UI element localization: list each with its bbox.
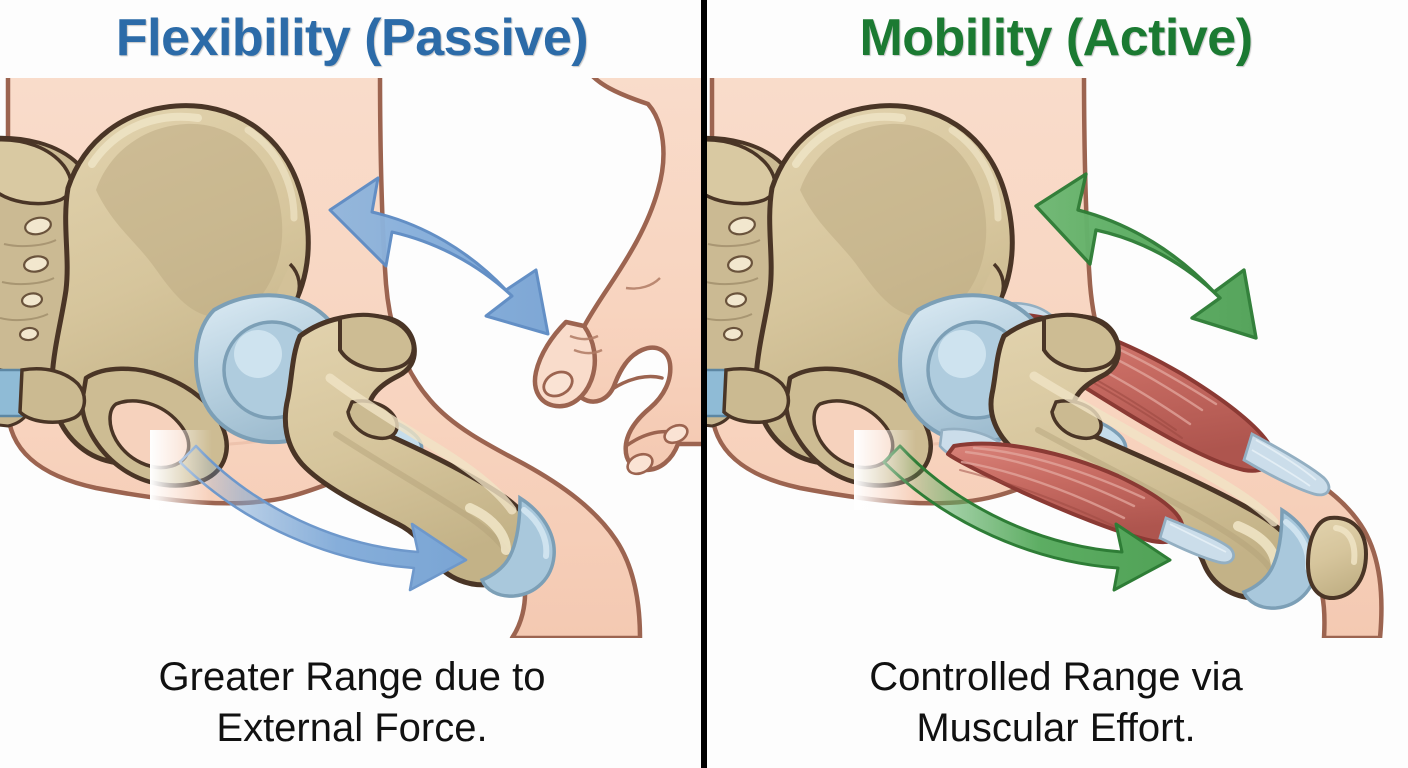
hamstring-muscle bbox=[938, 427, 1235, 565]
panel-mobility: Mobility (Active) bbox=[704, 0, 1408, 768]
upper-double-arrow-blue bbox=[328, 176, 550, 336]
assisting-hand bbox=[532, 78, 704, 476]
panel-title-mobility: Mobility (Active) bbox=[859, 9, 1253, 67]
lower-arrow-blue bbox=[150, 430, 468, 592]
fingernail-2 bbox=[663, 423, 689, 445]
caption-line-1: Greater Range due to bbox=[158, 654, 546, 699]
upper-double-arrow-green bbox=[1034, 172, 1258, 340]
knee-cartilage bbox=[479, 494, 556, 598]
panel-title-flexibility: Flexibility (Passive) bbox=[115, 9, 589, 67]
caption-line-1: Controlled Range via bbox=[869, 654, 1243, 699]
femur-bone bbox=[282, 312, 539, 588]
thumbnail bbox=[542, 370, 574, 398]
panel-caption-mobility: Controlled Range via Muscular Effort. bbox=[704, 652, 1408, 754]
fingernail bbox=[626, 452, 654, 476]
tendon-distal-2 bbox=[1158, 516, 1235, 565]
panel-flexibility: Flexibility (Passive) bbox=[0, 9, 704, 754]
tendon-distal bbox=[1242, 431, 1331, 497]
caption-line-2: Muscular Effort. bbox=[916, 705, 1196, 750]
panel-divider bbox=[701, 0, 707, 768]
panel-caption-flexibility: Greater Range due to External Force. bbox=[0, 652, 704, 754]
patella-bone bbox=[1306, 515, 1368, 601]
lower-arrow-green bbox=[854, 430, 1172, 592]
illustration-flexibility bbox=[0, 78, 704, 638]
pelvis-bone bbox=[0, 103, 311, 488]
illustration-mobility bbox=[704, 78, 1408, 638]
caption-line-2: External Force. bbox=[216, 705, 488, 750]
